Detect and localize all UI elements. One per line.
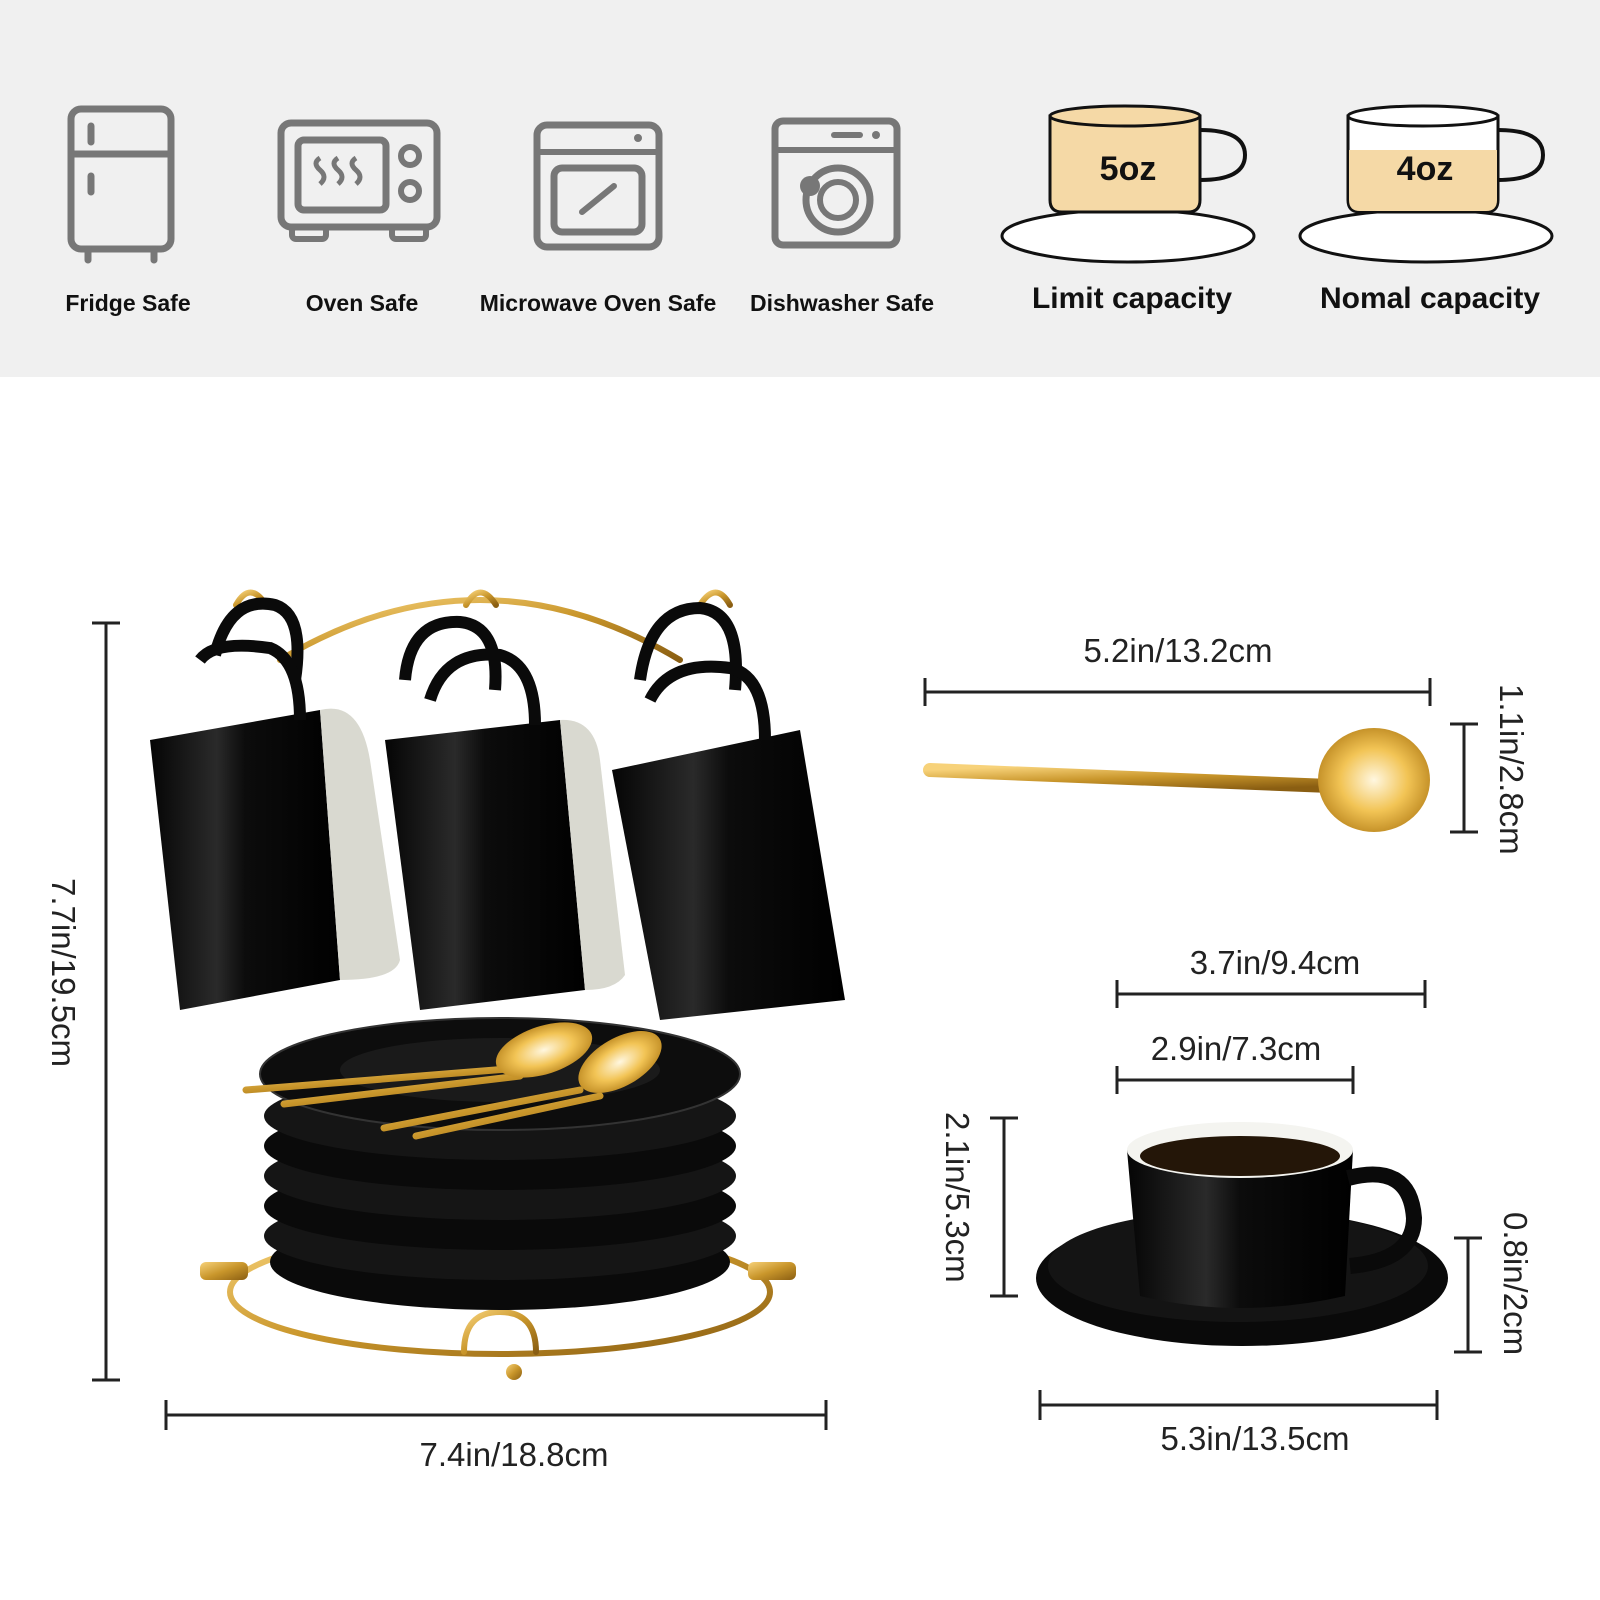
dim-rack-width: 7.4in/18.8cm — [419, 1436, 609, 1473]
feature-fridge — [66, 104, 176, 264]
feature-label-fridge: Fridge Safe — [65, 290, 191, 316]
normal-volume: 4oz — [1397, 150, 1454, 188]
dim-cup-top: 3.7in/9.4cm — [1189, 944, 1361, 981]
dim-cup-height: 2.1in/5.3cm — [939, 1112, 976, 1283]
dim-cup-bottom: 2.9in/7.3cm — [1150, 1030, 1322, 1067]
dim-spoon-length: 5.2in/13.2cm — [1083, 632, 1273, 669]
dimension-lines — [92, 621, 1482, 1430]
normal-capacity-label: Nomal capacity — [1319, 282, 1541, 315]
feature-label-dishwasher: Dishwasher Safe — [749, 290, 935, 316]
normal-capacity-cup-icon: 4oz — [1298, 104, 1554, 264]
dim-saucer-height: 0.8in/2cm — [1497, 1212, 1534, 1356]
feature-label-microwave: Microwave Oven Safe — [479, 290, 717, 316]
cup-and-saucer — [1036, 1122, 1448, 1346]
single-spoon — [923, 728, 1430, 832]
feature-band — [0, 0, 1600, 377]
capacity-graphics: 5oz 4oz — [1000, 104, 1554, 264]
spoons-on-stack — [242, 1022, 662, 1140]
dim-rack-height: 7.7in/19.5cm — [45, 878, 82, 1067]
oven-icon — [277, 119, 441, 242]
feature-label-oven: Oven Safe — [305, 290, 419, 316]
dim-spoon-head: 1.1in/2.8cm — [1493, 684, 1530, 855]
limit-capacity-cup-icon: 5oz — [1000, 104, 1256, 264]
limit-capacity-label: Limit capacity — [1031, 282, 1233, 315]
hanging-cups — [150, 597, 845, 1020]
fridge-icon — [67, 105, 175, 264]
microwave-icon — [533, 121, 663, 251]
feature-oven — [276, 118, 442, 248]
feature-dishwasher — [770, 116, 902, 250]
dishwasher-icon — [771, 117, 901, 249]
dim-saucer-width: 5.3in/13.5cm — [1160, 1420, 1350, 1457]
limit-volume: 5oz — [1100, 150, 1157, 188]
feature-microwave — [532, 120, 664, 252]
